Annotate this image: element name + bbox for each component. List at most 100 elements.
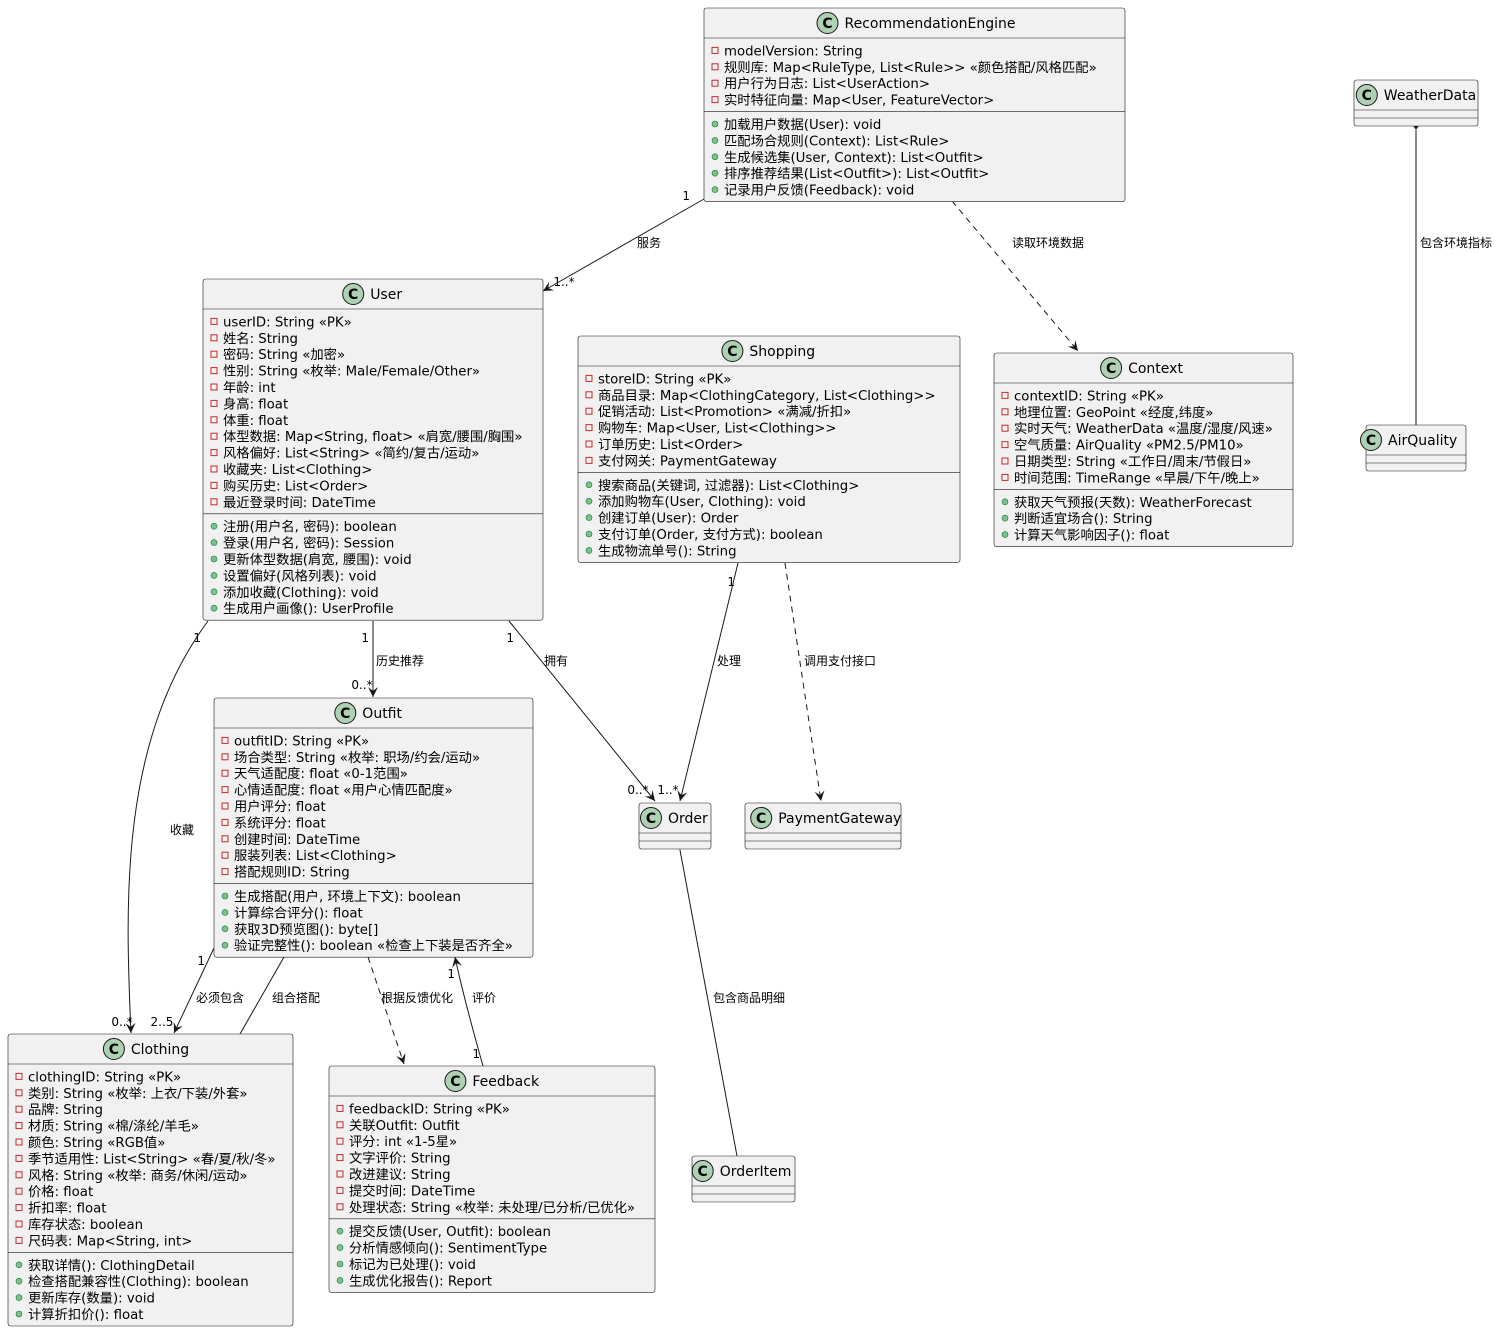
private-marker-icon xyxy=(210,383,218,391)
public-marker-icon xyxy=(210,555,218,563)
private-marker-icon xyxy=(210,350,218,358)
svg-text:C: C xyxy=(1362,88,1372,104)
relation-order-orderitem xyxy=(674,838,738,1157)
private-marker-icon xyxy=(711,46,719,54)
class-method: 生成用户画像(): UserProfile xyxy=(210,600,394,617)
private-marker-icon xyxy=(210,334,218,342)
multiplicity-label: 2..5 xyxy=(151,1015,174,1029)
private-marker-icon xyxy=(210,317,218,325)
svg-text:体重: float: 体重: float xyxy=(223,413,288,429)
svg-text:搜索商品(关键词, 过滤器): List<Clothing>: 搜索商品(关键词, 过滤器): List<Clothing> xyxy=(598,478,859,494)
multiplicity-label: 1..* xyxy=(553,275,574,289)
svg-text:关联Outfit: Outfit: 关联Outfit: Outfit xyxy=(349,1118,460,1134)
private-marker-icon xyxy=(585,374,593,382)
class-attribute: 尺码表: Map<String, int> xyxy=(15,1233,192,1249)
svg-text:服装列表: List<Clothing>: 服装列表: List<Clothing> xyxy=(234,848,397,864)
svg-text:折扣率: float: 折扣率: float xyxy=(28,1200,106,1217)
svg-text:体型数据: Map<String, float> «肩宽/腰: 体型数据: Map<String, float> «肩宽/腰围/胸围» xyxy=(223,428,523,445)
svg-text:提交时间: DateTime: 提交时间: DateTime xyxy=(349,1182,475,1199)
svg-text:C: C xyxy=(348,287,358,303)
private-marker-icon xyxy=(221,851,229,859)
public-marker-icon xyxy=(221,892,229,900)
private-marker-icon xyxy=(15,1122,23,1130)
class-attribute: 收藏夹: List<Clothing> xyxy=(210,462,372,478)
relation-shopping-order xyxy=(677,562,739,802)
class-attribute: 购物车: Map<User, List<Clothing>> xyxy=(585,420,837,437)
svg-text:C: C xyxy=(727,344,737,360)
svg-text:规则库: Map<RuleType, List<Rule>>: 规则库: Map<RuleType, List<Rule>> «颜色搭配/风格匹… xyxy=(724,59,1097,76)
public-marker-icon xyxy=(221,925,229,933)
class-attribute: 用户行为日志: List<UserAction> xyxy=(711,75,930,92)
class-attribute: 身高: float xyxy=(210,395,288,412)
class-attribute: 文字评价: String xyxy=(336,1151,451,1167)
private-marker-icon xyxy=(15,1089,23,1097)
svg-text:获取详情(): ClothingDetail: 获取详情(): ClothingDetail xyxy=(28,1258,195,1274)
class-method: 生成候选集(User, Context): List<Outfit> xyxy=(711,150,984,166)
class-attribute: 天气适配度: float «0-1范围» xyxy=(221,766,408,782)
public-marker-icon xyxy=(711,186,719,193)
private-marker-icon xyxy=(221,769,229,777)
private-marker-icon xyxy=(221,786,229,794)
svg-text:C: C xyxy=(756,811,766,827)
public-marker-icon xyxy=(336,1244,344,1251)
private-marker-icon xyxy=(15,1204,23,1212)
svg-text:排序推荐结果(List<Outfit>): List<Out: 排序推荐结果(List<Outfit>): List<Outfit> xyxy=(724,166,989,182)
public-marker-icon xyxy=(221,941,229,949)
relation-shopping-payment xyxy=(784,562,825,802)
class-method: 设置偏好(风格列表): void xyxy=(210,568,377,584)
private-marker-icon xyxy=(336,1154,344,1162)
relation-label-group: 调用支付接口 xyxy=(804,653,876,668)
svg-text:计算综合评分(): float: 计算综合评分(): float xyxy=(234,905,363,921)
private-marker-icon xyxy=(1001,408,1009,416)
class-attribute: 风格偏好: List<String> «简约/复古/运动» xyxy=(210,445,479,462)
public-marker-icon xyxy=(711,120,719,128)
class-attribute: 品牌: String xyxy=(15,1101,103,1118)
class-attribute: 时间范围: TimeRange «早晨/下午/晚上» xyxy=(1001,470,1260,486)
svg-text:最近登录时间: DateTime: 最近登录时间: DateTime xyxy=(223,495,376,511)
svg-text:风格: String «枚举: 商务/休闲/运动»: 风格: String «枚举: 商务/休闲/运动» xyxy=(28,1168,248,1184)
class-method: 分析情感倾向(): SentimentType xyxy=(336,1240,547,1257)
public-marker-icon xyxy=(210,588,218,596)
class-icon: C xyxy=(1360,429,1382,451)
public-marker-icon xyxy=(15,1261,23,1269)
svg-text:类别: String «枚举: 上衣/下装/外套»: 类别: String «枚举: 上衣/下装/外套» xyxy=(28,1086,248,1102)
class-method: 排序推荐结果(List<Outfit>): List<Outfit> xyxy=(711,166,989,182)
private-marker-icon xyxy=(336,1170,344,1178)
relation-label: 读取环境数据 xyxy=(1012,235,1084,250)
svg-text:获取天气预报(天数): WeatherForecast: 获取天气预报(天数): WeatherForecast xyxy=(1014,495,1252,511)
class-attribute: 评分: int «1-5星» xyxy=(336,1134,457,1150)
private-marker-icon xyxy=(336,1121,344,1129)
private-marker-icon xyxy=(15,1171,23,1179)
private-marker-icon xyxy=(221,818,229,826)
class-method: 生成物流单号(): String xyxy=(585,543,737,559)
svg-text:clothingID: String «PK»: clothingID: String «PK» xyxy=(28,1070,181,1085)
class-attribute: 创建时间: DateTime xyxy=(221,832,360,848)
svg-text:支付订单(Order, 支付方式): boolean: 支付订单(Order, 支付方式): boolean xyxy=(598,527,823,543)
public-marker-icon xyxy=(336,1277,344,1284)
private-marker-icon xyxy=(585,391,593,399)
class-attribute: modelVersion: String xyxy=(711,44,863,59)
svg-text:C: C xyxy=(340,706,350,722)
public-marker-icon xyxy=(585,514,593,521)
svg-text:库存状态: boolean: 库存状态: boolean xyxy=(28,1217,143,1233)
relation-label-group: 包含商品明细 xyxy=(713,990,785,1005)
public-marker-icon xyxy=(711,169,719,177)
private-marker-icon xyxy=(1001,424,1009,432)
class-name: Shopping xyxy=(749,344,815,360)
class-attribute: 体重: float xyxy=(210,413,288,429)
multiplicity-label: 1 xyxy=(472,1047,480,1061)
